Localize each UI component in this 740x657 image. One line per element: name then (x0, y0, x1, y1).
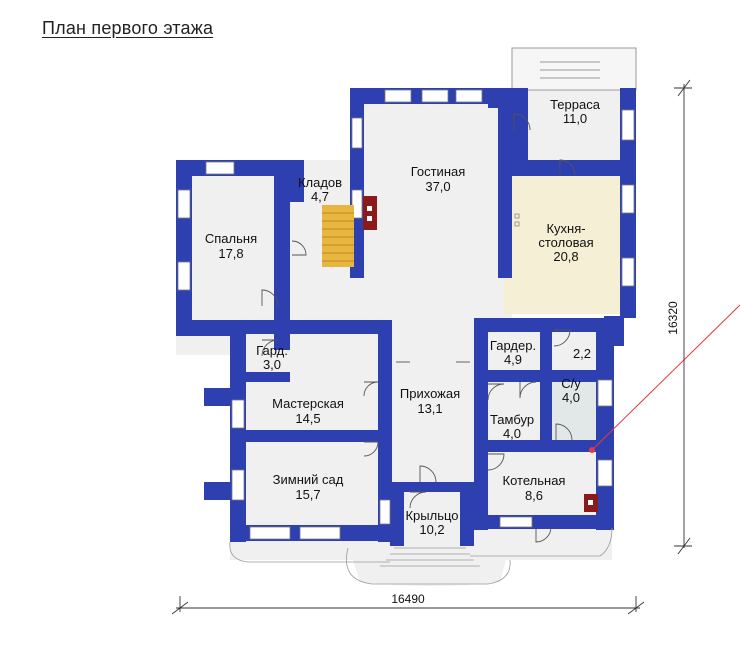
room-name-living: Гостиная (411, 164, 466, 179)
room-area-closet: 2,2 (573, 346, 591, 361)
room-name-bedroom: Спальня (205, 231, 257, 246)
dimension-width: 16490 (391, 592, 425, 606)
room-name-kitchen-2: столовая (538, 235, 593, 250)
fixture-marks (367, 206, 593, 505)
dimension-depth: 16320 (666, 301, 680, 335)
room-area-terrace: 11,0 (563, 111, 587, 126)
porch-steps (229, 527, 613, 585)
room-area-workshop: 14,5 (295, 411, 320, 426)
room-name-winter-garden: Зимний сад (273, 472, 344, 487)
callout-marker (589, 447, 595, 453)
staircase (322, 205, 354, 267)
room-name-dressing: Гардер. (490, 338, 536, 353)
room-area-storage: 4,7 (311, 189, 329, 204)
room-area-porch: 10,2 (419, 522, 444, 537)
room-name-storage: Кладов (298, 175, 342, 190)
room-area-bathroom: 4,0 (562, 390, 580, 405)
room-name-porch: Крыльцо (405, 508, 458, 523)
room-area-dressing: 4,9 (504, 352, 522, 367)
room-name-hall: Прихожая (400, 386, 460, 401)
room-labels: Терраса 11,0 Гостиная 37,0 Кладов 4,7 Сп… (205, 97, 601, 537)
room-name-wardrobe: Гард. (256, 343, 288, 358)
room-name-kitchen-1: Кухня- (546, 221, 585, 236)
room-name-bathroom: С/у (561, 376, 581, 391)
room-name-workshop: Мастерская (272, 396, 344, 411)
room-area-winter-garden: 15,7 (295, 487, 320, 502)
room-name-boiler-room: Котельная (503, 473, 566, 488)
page-title: План первого этажа (42, 18, 214, 38)
room-area-kitchen: 20,8 (553, 249, 578, 264)
fireplace-icon (363, 196, 377, 230)
room-area-living: 37,0 (425, 179, 450, 194)
room-name-vestibule: Тамбур (490, 412, 534, 427)
dimension-lines (171, 79, 692, 615)
room-area-hall: 13,1 (417, 401, 442, 416)
windows (177, 89, 635, 540)
room-area-vestibule: 4,0 (503, 426, 521, 441)
room-area-wardrobe: 3,0 (263, 357, 281, 372)
terrace-outline (511, 47, 637, 91)
callout-line (591, 304, 740, 451)
room-area-bedroom: 17,8 (218, 246, 243, 261)
kitchen-floor (504, 176, 621, 314)
doors (261, 113, 576, 543)
room-name-terrace: Терраса (550, 97, 601, 112)
room-area-boiler-room: 8,6 (525, 488, 543, 503)
kitchen-outlets (514, 213, 520, 227)
